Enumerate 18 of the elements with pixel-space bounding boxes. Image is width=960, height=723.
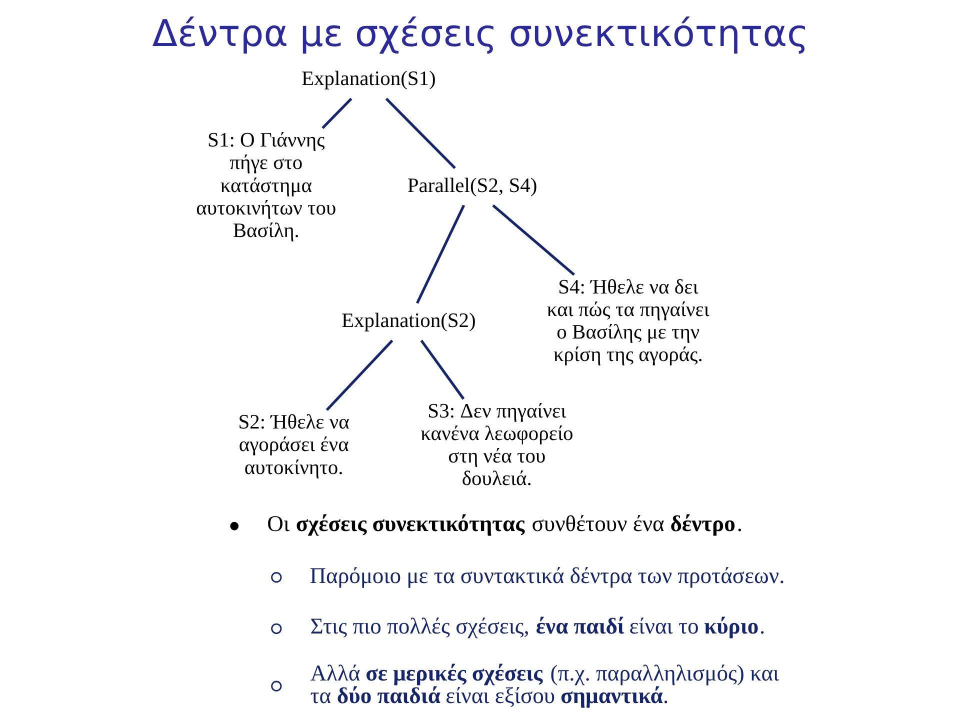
label: Παρόμοιο με τα συντακτικά δέντρα των προτάσεων. [309,563,784,588]
connector [384,98,456,170]
connector [492,204,575,276]
diagram-title: Δέντρα με σχέσεις συνεκτικότητας [152,12,808,55]
label: Στις πιο πολλές σχέσεις, ένα παιδί είναι το κύριο. [310,613,765,638]
connector [420,340,464,400]
node-text: S4: Ήθελε να δει και πώς τα πηγαίνει ο Βασίλης με την κρίση της αγοράς. [546,276,709,366]
node-text: S3: Δεν πηγαίνει κανένα λεωφορείο στη νέα του δουλειά. [420,400,573,490]
connector [415,204,465,304]
node-text: Explanation(S2) [341,310,476,332]
node-text: Parallel(S2, S4) [406,174,537,197]
connector [321,98,352,129]
connector [325,340,393,411]
node-text: Explanation(S1) [301,68,436,90]
node-text: S1: Ο Γιάννης πήγε στο κατάστημα αυτοκινήτων του Βασίλη. [196,130,336,242]
label: Οι σχέσεις συνεκτικότητας συνθέτουν ένα δέντρο. [266,510,742,536]
node-text: S2: Ήθελε να αγοράσει ένα αυτοκίνητο. [238,412,349,479]
label: Αλλά σε μερικές σχέσεις (π.χ. παραλληλισμός) και τα δύο παιδιά είναι εξίσου σημαντικά. [310,660,779,708]
